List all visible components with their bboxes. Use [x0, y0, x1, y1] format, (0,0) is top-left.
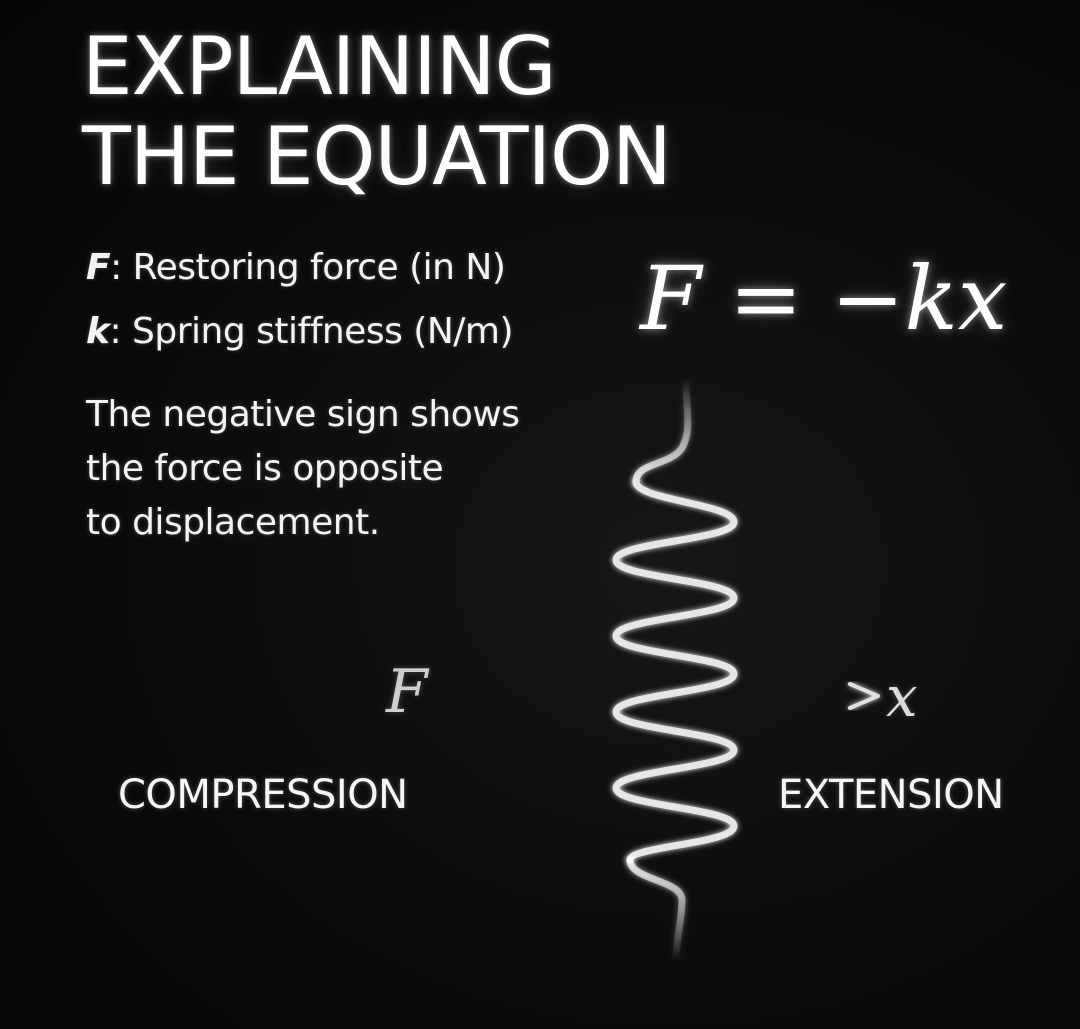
definition-stiffness: k: Spring stiffness (N/m) [86, 300, 513, 364]
definition-symbol-force: F [86, 247, 111, 288]
sign-explanation: The negative sign shows the force is opp… [86, 388, 520, 550]
compression-label: COMPRESSION [118, 772, 408, 818]
page-title: EXPLAINING THE EQUATION [82, 20, 672, 203]
sign-explanation-line-2: the force is opposite [86, 448, 444, 489]
definition-text-stiffness: : Spring stiffness (N/m) [109, 311, 513, 352]
displacement-arrowhead [848, 682, 880, 710]
sign-explanation-line-1: The negative sign shows [86, 394, 520, 435]
spring-top-lead [632, 376, 692, 486]
hookes-law-equation: F = −kx [640, 247, 1008, 350]
force-label: F [386, 657, 428, 727]
definitions-list: F: Restoring force (in N) k: Spring stif… [86, 236, 513, 364]
title-line-1: EXPLAINING [82, 20, 557, 113]
definition-symbol-stiffness: k [86, 311, 110, 352]
displacement-label: x [886, 665, 918, 730]
definition-text-force: : Restoring force (in N) [110, 247, 506, 288]
title-line-2: THE EQUATION [82, 110, 672, 203]
definition-force: F: Restoring force (in N) [86, 236, 513, 300]
sign-explanation-line-3: to displacement. [86, 502, 380, 543]
spring-bottom-lead [626, 856, 686, 964]
spring-coil [612, 478, 738, 864]
extension-label: EXTENSION [778, 772, 1004, 818]
